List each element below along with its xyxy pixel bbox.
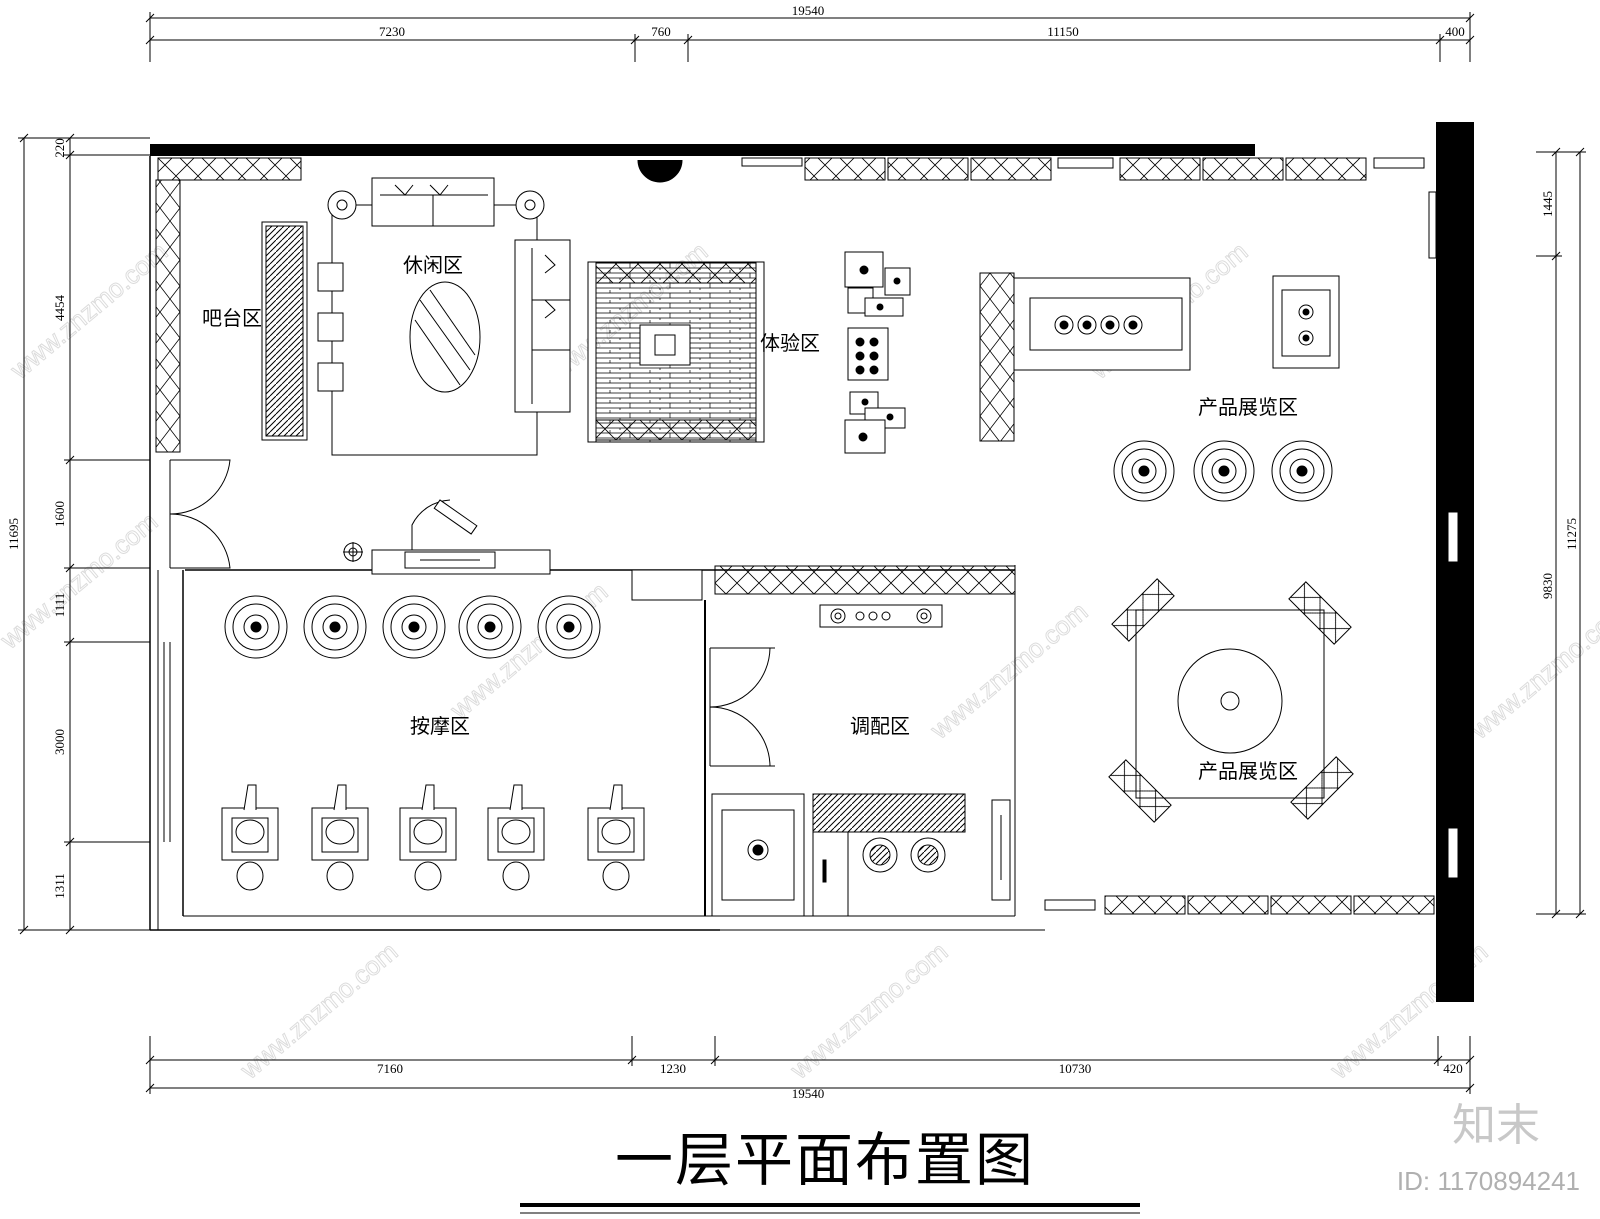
dim-left-seg-3: 1600 — [52, 501, 67, 527]
cabinet-bottom — [1187, 895, 1269, 915]
bar-stool — [317, 262, 344, 292]
bar-stool — [317, 312, 344, 342]
dim-bottom-seg-3: 10730 — [1059, 1061, 1092, 1076]
label-mixing-area: 调配区 — [850, 714, 910, 738]
dim-top-seg-1: 7230 — [379, 24, 405, 39]
shelf-right — [1447, 827, 1459, 879]
bar-counter — [261, 221, 308, 441]
dim-bottom-seg-1: 7160 — [377, 1061, 403, 1076]
display-counter — [979, 272, 1015, 442]
watermark-id: ID: 1170894241 — [1397, 1166, 1580, 1196]
side-lamp — [524, 199, 536, 211]
product-display-upper — [979, 272, 1340, 442]
cabinet-top — [970, 157, 1052, 181]
dim-bottom-seg-4: 420 — [1443, 1061, 1463, 1076]
entrance-door — [169, 459, 231, 569]
dim-left-seg-6: 1311 — [52, 873, 67, 899]
watermark-site: www.znzmo.com — [4, 236, 173, 385]
shelf-top — [1057, 157, 1114, 169]
cabinet-right — [1441, 657, 1463, 739]
experience-furniture — [587, 261, 765, 443]
shelf-top — [1373, 157, 1425, 169]
experience-cabinet — [595, 419, 757, 441]
product-display-lower — [1108, 578, 1354, 823]
dim-right-seg-2: 9830 — [1540, 573, 1555, 599]
shelf-top — [741, 157, 803, 167]
dim-left-seg-1: 220 — [52, 138, 67, 158]
shelf-mixing — [631, 569, 703, 601]
right-dimensions — [1536, 147, 1586, 919]
experience-cabinet — [595, 262, 757, 284]
dim-bottom-seg-2: 1230 — [660, 1061, 686, 1076]
plan-title: 一层平面布置图 — [615, 1126, 1035, 1194]
cabinet-door — [812, 831, 849, 917]
cabinet-right — [1441, 574, 1463, 656]
cabinet-top — [1202, 157, 1284, 181]
dim-top-seg-4: 400 — [1445, 24, 1465, 39]
shelf-bottom — [1044, 899, 1096, 911]
massage-basins — [224, 595, 601, 659]
column-half-circle — [637, 159, 683, 183]
label-product-display-2: 产品展览区 — [1198, 759, 1298, 783]
side-lamp — [336, 199, 348, 211]
bottom-dimensions — [145, 1036, 1475, 1094]
cabinet-top — [1119, 157, 1201, 181]
right-window — [1428, 191, 1437, 259]
dim-left-total: 11695 — [6, 518, 21, 550]
label-massage-area: 按摩区 — [410, 714, 470, 738]
cabinet-right — [1441, 423, 1463, 505]
shelf-right — [1447, 511, 1459, 563]
stove — [819, 604, 943, 628]
cabinet-top-left — [157, 157, 302, 181]
coffee-table — [409, 281, 481, 393]
cabinet-top — [1285, 157, 1367, 181]
lounge-furniture — [317, 177, 571, 456]
watermark-brand: 知末 — [1452, 1100, 1540, 1151]
watermark-site-layer: www.znzmo.com www.znzmo.com www.znzmo.co… — [0, 236, 1600, 1086]
dim-left-seg-5: 3000 — [52, 729, 67, 755]
reception-desk — [343, 499, 551, 575]
cabinet-bottom — [1104, 895, 1186, 915]
cabinet-left — [155, 179, 181, 453]
dim-top-seg-3: 11150 — [1047, 24, 1079, 39]
mixing-room — [709, 604, 1011, 917]
label-product-display-1: 产品展览区 — [1198, 395, 1298, 419]
cabinet-right — [1441, 340, 1463, 422]
cabinet-top — [887, 157, 969, 181]
cabinet-mixing-top — [714, 565, 1016, 595]
dim-left-seg-4: 1111 — [52, 593, 67, 618]
massage-chairs — [221, 784, 645, 891]
top-wall — [150, 144, 1255, 156]
label-experience-area: 体验区 — [760, 331, 820, 355]
dim-bottom-total: 19540 — [792, 1086, 825, 1101]
left-dimensions — [18, 133, 150, 935]
label-lounge-area: 休闲区 — [403, 253, 463, 277]
display-platform — [1135, 609, 1325, 799]
display-cabinets — [155, 157, 1463, 915]
cabinet-right — [1441, 257, 1463, 339]
watermark-site: www.znzmo.com — [924, 596, 1093, 745]
cabinet-right — [1441, 740, 1463, 822]
counter-top — [812, 793, 966, 833]
label-bar-area: 吧台区 — [202, 306, 262, 330]
watermark-site: www.znzmo.com — [784, 936, 953, 1085]
product-stands-small — [844, 251, 911, 454]
cabinet-bottom — [1270, 895, 1352, 915]
cabinet-bottom — [1353, 895, 1435, 915]
round-display-stands — [1113, 440, 1333, 502]
dim-right-total: 11275 — [1564, 518, 1579, 550]
top-dimensions — [145, 12, 1475, 62]
dim-top-seg-2: 760 — [651, 24, 671, 39]
sofa-right — [514, 239, 571, 413]
cabinet-top — [804, 157, 886, 181]
bar-stool — [317, 362, 344, 392]
door-swing — [709, 647, 771, 708]
dim-right-seg-1: 1445 — [1540, 191, 1555, 217]
dim-left-seg-2: 4454 — [52, 295, 67, 322]
door-swing — [709, 706, 771, 767]
experience-chair — [639, 324, 691, 366]
dim-top-total: 19540 — [792, 3, 825, 18]
